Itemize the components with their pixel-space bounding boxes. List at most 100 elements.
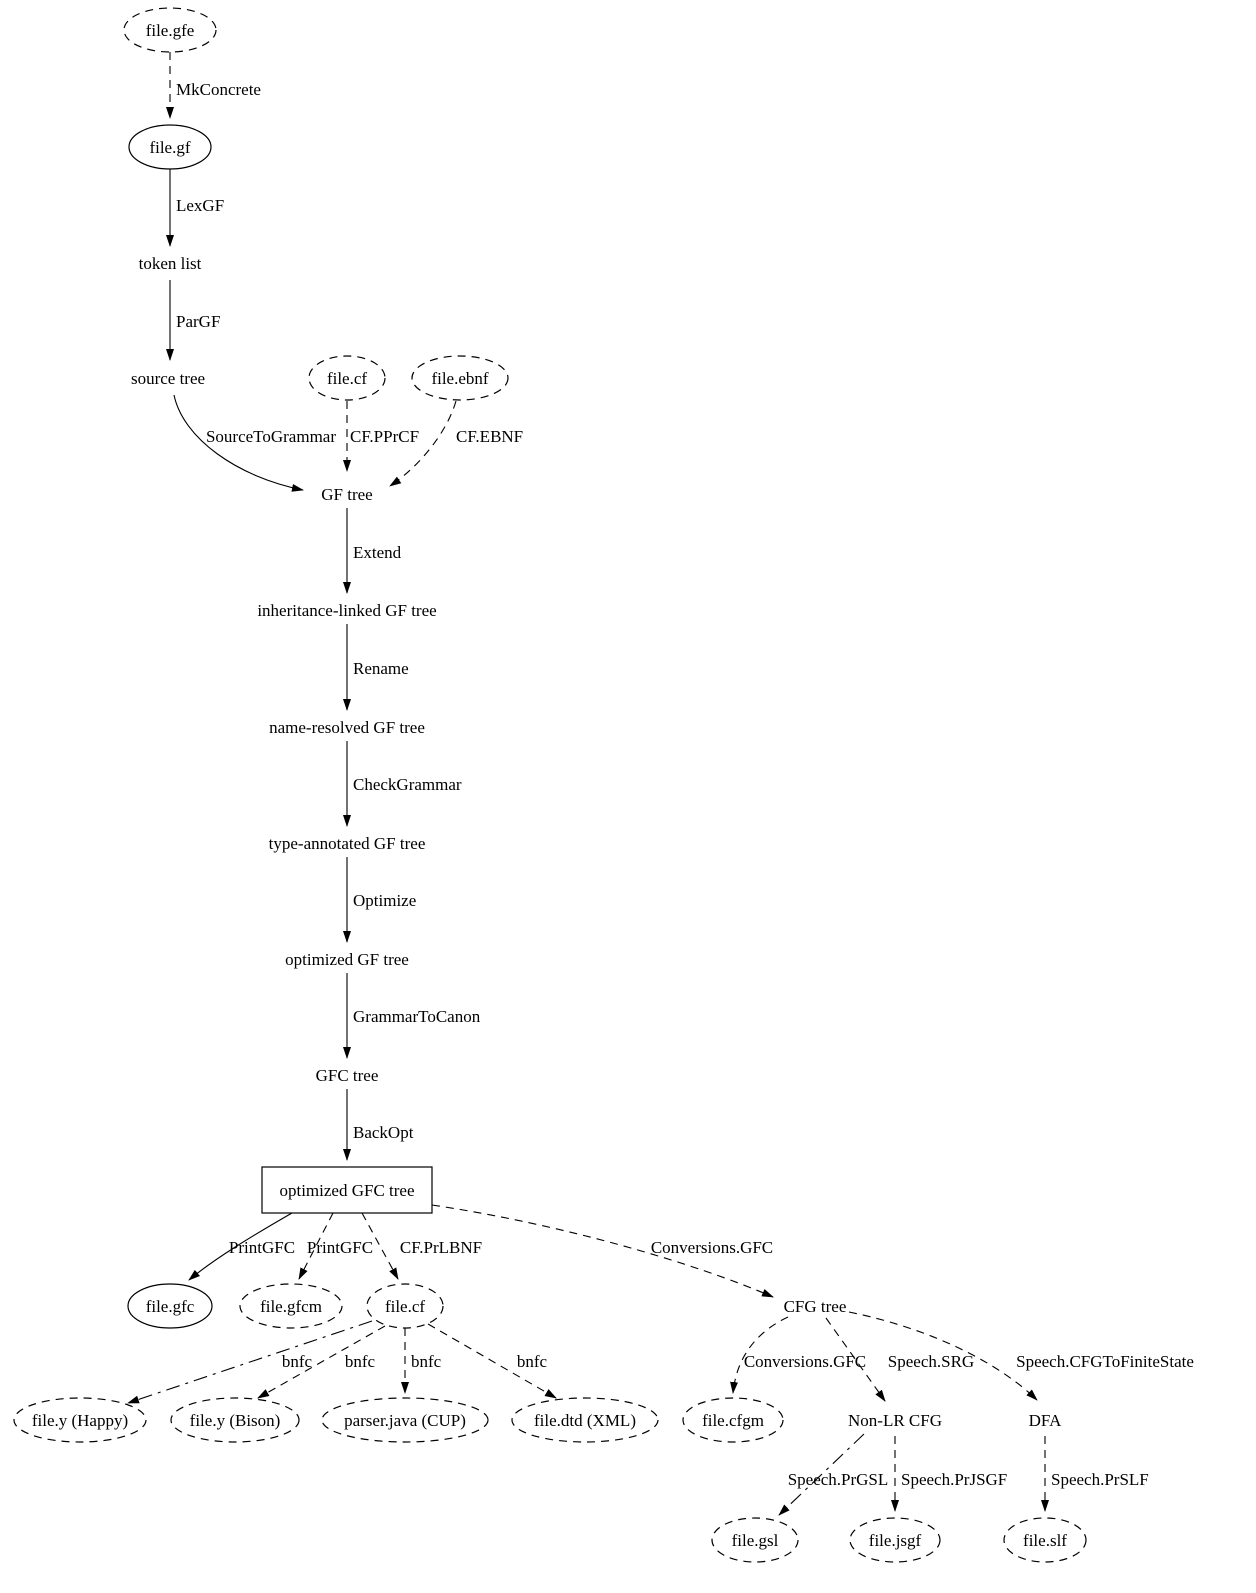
node-shape-file-gfe bbox=[123, 7, 217, 53]
node-label-file-y-happy: file.y (Happy) bbox=[32, 1411, 128, 1430]
edge-non-lr-cfg--file-gsl bbox=[778, 1433, 865, 1516]
node-shape-file-y-happy bbox=[13, 1397, 147, 1443]
node-file-gfe: file.gfe bbox=[123, 7, 217, 53]
node-dfa: DFA bbox=[1029, 1411, 1062, 1430]
node-file-y-happy: file.y (Happy) bbox=[13, 1397, 147, 1443]
node-label-optimized-gfc-tree: optimized GFC tree bbox=[279, 1181, 414, 1200]
node-label-file-gfe: file.gfe bbox=[146, 21, 195, 40]
node-label-file-gf: file.gf bbox=[149, 138, 190, 157]
node-label-non-lr-cfg: Non-LR CFG bbox=[848, 1411, 942, 1430]
node-inheritance-linked-gf-tree: inheritance-linked GF tree bbox=[257, 601, 436, 620]
node-label-gf-tree: GF tree bbox=[321, 485, 372, 504]
node-file-y-bison: file.y (Bison) bbox=[170, 1397, 300, 1443]
edge-label-source-tree--gf-tree: SourceToGrammar bbox=[206, 427, 336, 446]
edge-label-optimized-gfc-tree--file-cf-out: CF.PrLBNF bbox=[400, 1238, 482, 1257]
node-label-file-cf-out: file.cf bbox=[385, 1297, 425, 1316]
edge-label-optimized-gf-tree--gfc-tree: GrammarToCanon bbox=[353, 1007, 481, 1026]
edges-layer bbox=[127, 52, 1049, 1516]
node-label-file-y-bison: file.y (Bison) bbox=[190, 1411, 281, 1430]
edge-label-optimized-gfc-tree--cfg-tree: Conversions.GFC bbox=[651, 1238, 773, 1257]
edge-label-token-list--source-tree: ParGF bbox=[176, 312, 220, 331]
node-label-gfc-tree: GFC tree bbox=[316, 1066, 379, 1085]
node-source-tree: source tree bbox=[131, 369, 205, 388]
edge-label-file-cf-out--parser-java-cup: bnfc bbox=[411, 1352, 442, 1371]
edge-optimized-gfc-tree--file-gfcm bbox=[298, 1212, 334, 1280]
node-optimized-gf-tree: optimized GF tree bbox=[285, 950, 409, 969]
edge-label-non-lr-cfg--file-gsl: Speech.PrGSL bbox=[788, 1470, 889, 1489]
node-label-file-cf-in: file.cf bbox=[327, 369, 367, 388]
node-gfc-tree: GFC tree bbox=[316, 1066, 379, 1085]
edge-file-cf-out--file-y-bison bbox=[257, 1325, 386, 1399]
node-file-cf-out: file.cf bbox=[366, 1283, 444, 1329]
node-label-inheritance-linked-gf-tree: inheritance-linked GF tree bbox=[257, 601, 436, 620]
edge-source-tree--gf-tree bbox=[173, 394, 304, 492]
edge-optimized-gfc-tree--file-gfc bbox=[188, 1212, 293, 1281]
node-label-file-jsgf: file.jsgf bbox=[869, 1531, 922, 1550]
edge-label-gf-tree--inheritance-linked-gf-tree: Extend bbox=[353, 543, 402, 562]
node-shape-file-gsl bbox=[711, 1517, 799, 1563]
edge-label-file-cf-out--file-y-bison: bnfc bbox=[345, 1352, 376, 1371]
node-file-ebnf: file.ebnf bbox=[411, 355, 509, 401]
edge-optimized-gfc-tree--file-cf-out bbox=[361, 1212, 399, 1280]
node-label-file-ebnf: file.ebnf bbox=[431, 369, 488, 388]
node-file-gsl: file.gsl bbox=[711, 1517, 799, 1563]
node-label-source-tree: source tree bbox=[131, 369, 205, 388]
node-shape-file-cf-in bbox=[308, 355, 386, 401]
nodes-layer: file.gfe file.gf token list source tree file… bbox=[13, 7, 1087, 1563]
node-file-cfgm: file.cfgm bbox=[682, 1397, 784, 1443]
node-shape-file-jsgf bbox=[849, 1517, 941, 1563]
node-file-gf: file.gf bbox=[128, 124, 212, 170]
node-shape-file-gfc bbox=[127, 1283, 213, 1329]
node-label-cfg-tree: CFG tree bbox=[784, 1297, 847, 1316]
edge-label-file-ebnf--gf-tree: CF.EBNF bbox=[456, 427, 523, 446]
node-type-annotated-gf-tree: type-annotated GF tree bbox=[269, 834, 426, 853]
node-shape-file-y-bison bbox=[170, 1397, 300, 1443]
node-label-parser-java-cup: parser.java (CUP) bbox=[344, 1411, 466, 1430]
node-optimized-gfc-tree: optimized GFC tree bbox=[261, 1166, 433, 1214]
edge-label-type-annotated-gf-tree--optimized-gf-tree: Optimize bbox=[353, 891, 416, 910]
edge-label-gfc-tree--optimized-gfc-tree: BackOpt bbox=[353, 1123, 414, 1142]
edge-label-cfg-tree--file-cfgm: Conversions.GFC bbox=[744, 1352, 866, 1371]
node-shape-parser-java-cup bbox=[321, 1397, 489, 1443]
edge-label-file-cf-out--file-y-happy: bnfc bbox=[282, 1352, 313, 1371]
edge-label-optimized-gfc-tree--file-gfc: PrintGFC bbox=[229, 1238, 295, 1257]
node-file-gfcm: file.gfcm bbox=[239, 1283, 343, 1329]
node-label-file-slf: file.slf bbox=[1023, 1531, 1067, 1550]
edge-label-optimized-gfc-tree--file-gfcm: PrintGFC bbox=[307, 1238, 373, 1257]
node-label-file-gfcm: file.gfcm bbox=[260, 1297, 322, 1316]
node-token-list: token list bbox=[139, 254, 202, 273]
edge-label-cfg-tree--non-lr-cfg: Speech.SRG bbox=[888, 1352, 974, 1371]
edge-file-cf-out--file-y-happy bbox=[127, 1320, 373, 1404]
node-shape-optimized-gfc-tree bbox=[261, 1166, 433, 1214]
node-shape-file-slf bbox=[1003, 1517, 1087, 1563]
node-shape-file-cf-out bbox=[366, 1283, 444, 1329]
edge-label-cfg-tree--dfa: Speech.CFGToFiniteState bbox=[1016, 1352, 1194, 1371]
node-label-name-resolved-gf-tree: name-resolved GF tree bbox=[269, 718, 425, 737]
node-file-gfc: file.gfc bbox=[127, 1283, 213, 1329]
node-shape-file-gf bbox=[128, 124, 212, 170]
edge-label-file-cf-out--file-dtd-xml: bnfc bbox=[517, 1352, 548, 1371]
node-label-file-cfgm: file.cfgm bbox=[702, 1411, 764, 1430]
edge-label-inheritance-linked-gf-tree--name-resolved-gf-tree: Rename bbox=[353, 659, 409, 678]
node-label-optimized-gf-tree: optimized GF tree bbox=[285, 950, 409, 969]
edge-label-name-resolved-gf-tree--type-annotated-gf-tree: CheckGrammar bbox=[353, 775, 462, 794]
node-label-token-list: token list bbox=[139, 254, 202, 273]
edge-cfg-tree--dfa bbox=[848, 1311, 1038, 1401]
node-gf-tree: GF tree bbox=[321, 485, 372, 504]
edge-label-file-gf--token-list: LexGF bbox=[176, 196, 224, 215]
node-file-cf-in: file.cf bbox=[308, 355, 386, 401]
node-shape-file-ebnf bbox=[411, 355, 509, 401]
node-cfg-tree: CFG tree bbox=[784, 1297, 847, 1316]
edge-label-file-cf-in--gf-tree: CF.PPrCF bbox=[350, 427, 419, 446]
edge-cfg-tree--non-lr-cfg bbox=[825, 1317, 886, 1402]
node-parser-java-cup: parser.java (CUP) bbox=[321, 1397, 489, 1443]
node-label-file-gfc: file.gfc bbox=[146, 1297, 195, 1316]
node-shape-file-gfcm bbox=[239, 1283, 343, 1329]
edge-cfg-tree--file-cfgm bbox=[730, 1316, 789, 1394]
node-label-type-annotated-gf-tree: type-annotated GF tree bbox=[269, 834, 426, 853]
node-label-file-gsl: file.gsl bbox=[732, 1531, 779, 1550]
node-shape-file-dtd-xml bbox=[511, 1397, 659, 1443]
